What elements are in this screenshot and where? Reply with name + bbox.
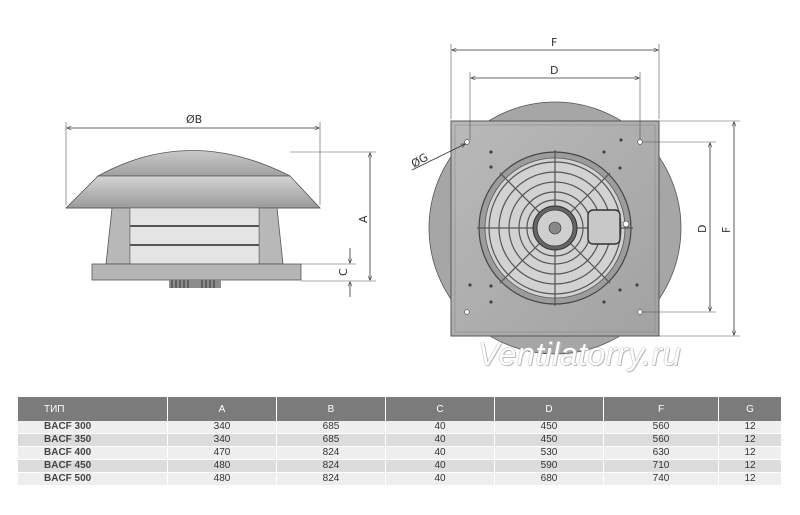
table-cell: 685 bbox=[276, 433, 386, 447]
model-cell: BACF 300 bbox=[18, 421, 168, 434]
dim-label-f-top: F bbox=[551, 36, 557, 49]
table-row: BACF 500 480 824 40 680 740 12 bbox=[18, 472, 782, 486]
table-cell: 824 bbox=[276, 459, 386, 473]
dim-label-f-side: F bbox=[720, 227, 733, 233]
table-row: BACF 400 470 824 40 530 630 12 bbox=[18, 446, 782, 460]
dim-label-a: A bbox=[357, 215, 370, 223]
table-cell: 340 bbox=[167, 433, 277, 447]
table-cell: 710 bbox=[603, 459, 719, 473]
model-cell: BACF 400 bbox=[18, 446, 168, 460]
table-cell: 12 bbox=[718, 433, 782, 447]
table-cell: 340 bbox=[167, 421, 277, 434]
model-cell: BACF 500 bbox=[18, 472, 168, 486]
table-header-cell: ТИП bbox=[18, 397, 168, 421]
table-cell: 40 bbox=[385, 421, 495, 434]
side-view: ØB A C bbox=[65, 113, 376, 297]
dimensions-table: ТИП A B C D F G BACF 300 340 685 40 450 … bbox=[18, 397, 782, 486]
table-header-cell: G bbox=[718, 397, 782, 421]
table-header-cell: A bbox=[167, 397, 277, 421]
table-cell: 12 bbox=[718, 472, 782, 486]
table-cell: 12 bbox=[718, 459, 782, 473]
dim-label-c: C bbox=[337, 268, 350, 276]
motor-housing bbox=[169, 280, 221, 288]
table-cell: 40 bbox=[385, 433, 495, 447]
table-row: BACF 300 340 685 40 450 560 12 bbox=[18, 421, 782, 434]
table-cell: 530 bbox=[494, 446, 604, 460]
table-cell: 824 bbox=[276, 472, 386, 486]
table-cell: 12 bbox=[718, 446, 782, 460]
watermark-text: Ventilatorry.ru bbox=[478, 336, 682, 372]
model-cell: BACF 350 bbox=[18, 433, 168, 447]
table-cell: 40 bbox=[385, 459, 495, 473]
table-cell: 560 bbox=[603, 421, 719, 434]
table-cell: 40 bbox=[385, 446, 495, 460]
dim-label-d-side: D bbox=[696, 225, 709, 233]
technical-drawing: ØB A C bbox=[65, 36, 740, 355]
bolt-dots bbox=[468, 138, 639, 304]
table-cell: 824 bbox=[276, 446, 386, 460]
table-row: BACF 450 480 824 40 590 710 12 bbox=[18, 459, 782, 473]
table-header-row: ТИП A B C D F G bbox=[18, 397, 782, 421]
table-header-cell: C bbox=[385, 397, 495, 421]
dim-label-diameter-g: ØG bbox=[409, 151, 430, 171]
table-cell: 480 bbox=[167, 459, 277, 473]
table-row: BACF 350 340 685 40 450 560 12 bbox=[18, 433, 782, 447]
model-cell: BACF 450 bbox=[18, 459, 168, 473]
top-view: F D ØG D F bbox=[409, 36, 740, 355]
table-header-cell: F bbox=[603, 397, 719, 421]
table-cell: 470 bbox=[167, 446, 277, 460]
table-cell: 450 bbox=[494, 421, 604, 434]
table-cell: 740 bbox=[603, 472, 719, 486]
table-cell: 480 bbox=[167, 472, 277, 486]
table-cell: 40 bbox=[385, 472, 495, 486]
dim-label-diameter-b: ØB bbox=[186, 113, 202, 126]
table-cell: 560 bbox=[603, 433, 719, 447]
table-cell: 12 bbox=[718, 421, 782, 434]
table-header-cell: B bbox=[276, 397, 386, 421]
table-cell: 590 bbox=[494, 459, 604, 473]
table-cell: 685 bbox=[276, 421, 386, 434]
dim-label-d-top: D bbox=[550, 64, 558, 77]
table-cell: 680 bbox=[494, 472, 604, 486]
table-cell: 450 bbox=[494, 433, 604, 447]
table-header-cell: D bbox=[494, 397, 604, 421]
table-cell: 630 bbox=[603, 446, 719, 460]
